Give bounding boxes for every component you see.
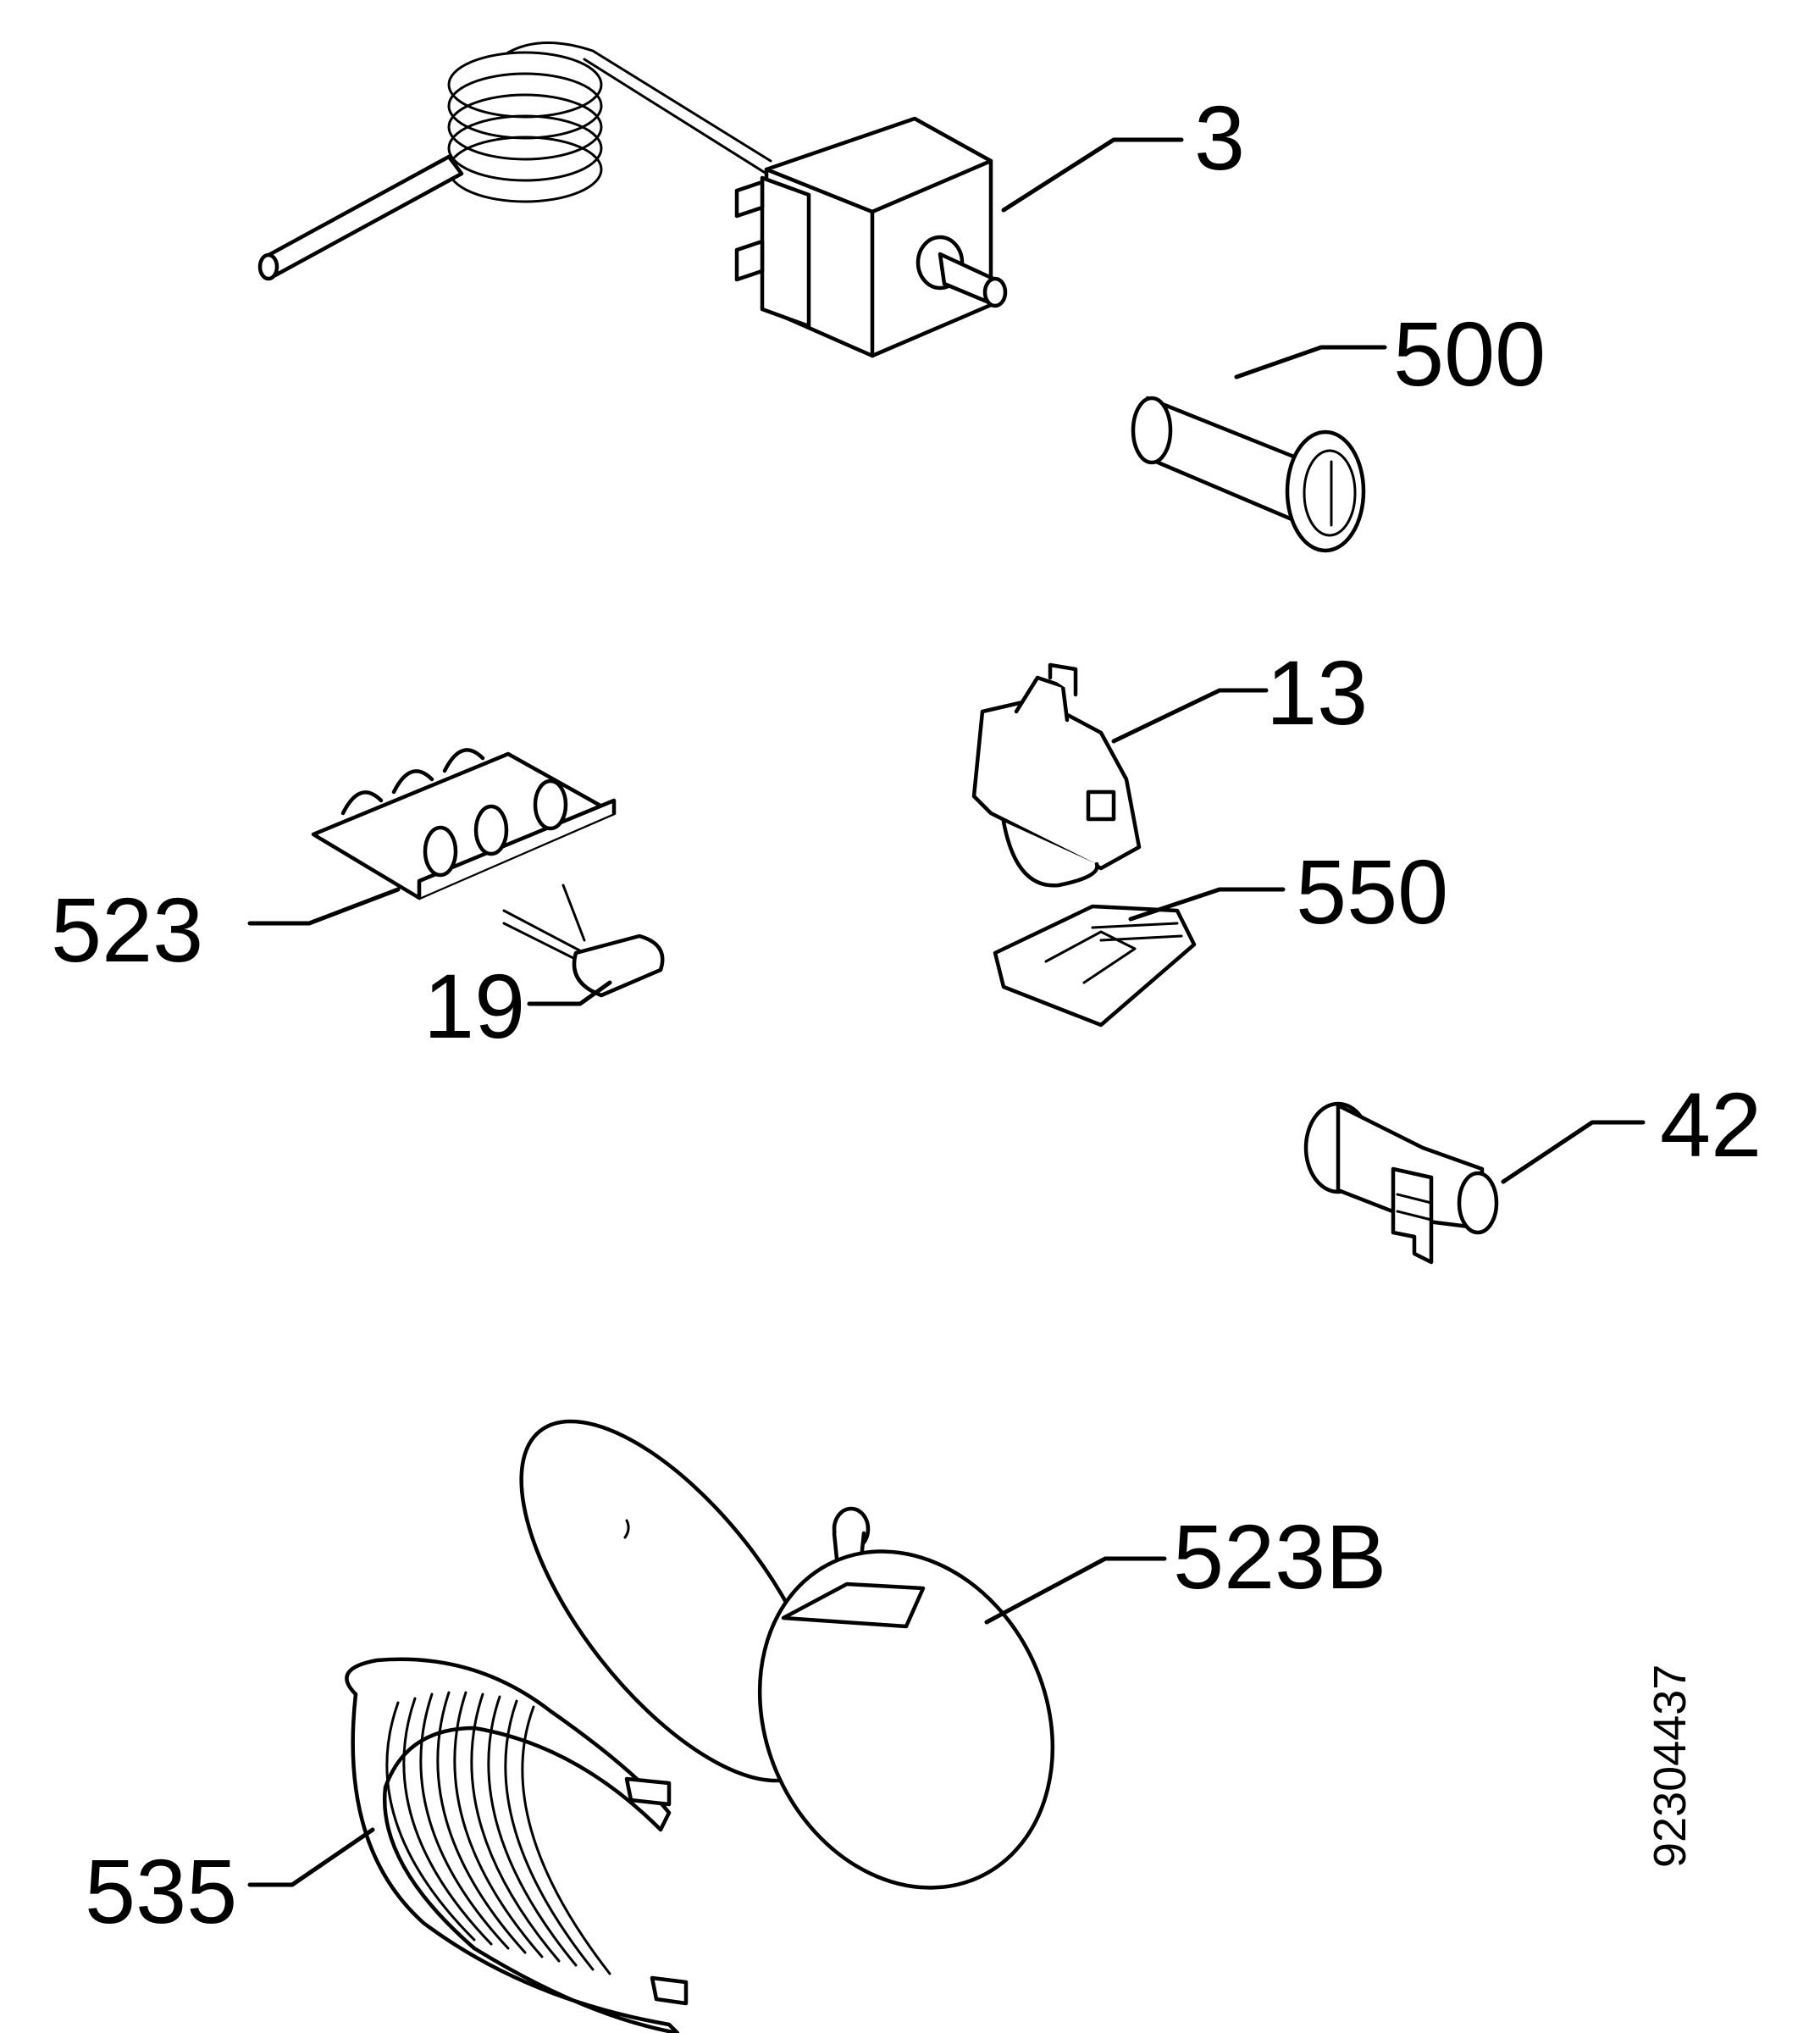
bulb-wire — [502, 922, 582, 963]
cover-dome — [757, 1549, 1055, 1890]
part-523-lamp-holder — [311, 748, 617, 900]
clip-ridge — [1099, 934, 1183, 942]
switch-tab-top — [1048, 662, 1078, 697]
clip-body — [993, 904, 1197, 1028]
switch-tab — [1014, 675, 1070, 723]
diffuser-shell — [345, 1657, 680, 2033]
holder-edge — [417, 798, 617, 900]
knob-cap — [1285, 429, 1366, 553]
knob-stem-end — [1131, 396, 1173, 465]
holder-socket — [423, 825, 458, 878]
leader-line-42 — [1501, 1120, 1646, 1184]
label-42: 42 — [1660, 1073, 1762, 1176]
part-535-diffuser — [345, 1657, 689, 2033]
part-3-thermostat — [257, 41, 1008, 358]
part-550-clip — [993, 904, 1197, 1028]
leader-line-500 — [1234, 345, 1387, 379]
sensing-probe — [260, 154, 464, 278]
holder-bump — [340, 790, 384, 816]
terminal-tab — [734, 239, 765, 282]
part-523b-lamp-cover — [519, 1419, 1055, 1890]
label-523: 523 — [51, 878, 203, 981]
part-13-switch — [971, 662, 1142, 888]
switch-button — [1001, 819, 1099, 888]
holder-socket — [473, 804, 509, 856]
probe-tip — [257, 252, 279, 281]
document-number: 92304437 — [1645, 1665, 1696, 1868]
leader-line-19 — [527, 980, 612, 1006]
label-535: 535 — [85, 1840, 237, 1942]
terminal-tab — [734, 180, 765, 219]
bulb-glass — [572, 933, 665, 998]
part-500-knob — [1131, 396, 1366, 553]
thermostat-flange — [760, 175, 811, 329]
holder-bump — [391, 769, 434, 795]
label-13: 13 — [1266, 641, 1368, 744]
label-500: 500 — [1393, 302, 1546, 405]
diffuser-ribs — [385, 1691, 611, 1975]
label-523b: 523B — [1173, 1505, 1386, 1608]
label-19: 19 — [423, 955, 525, 1057]
cover-latch — [781, 1582, 926, 1629]
part-19-bulb — [502, 884, 665, 998]
switch-body — [971, 696, 1142, 871]
shaft-end — [982, 276, 1008, 308]
connector-terminal-slot — [1396, 1193, 1433, 1205]
connector-end — [1457, 1171, 1499, 1235]
leader-line-13 — [1111, 688, 1269, 744]
switch-window — [1086, 789, 1116, 822]
capillary-coil — [447, 41, 772, 203]
leader-line-523 — [247, 887, 401, 926]
clip-ridge — [1091, 922, 1179, 929]
leader-line-523b — [984, 1556, 1167, 1625]
diffuser-clip — [650, 1975, 689, 2006]
leader-line-550 — [1128, 887, 1286, 922]
bulb-wire — [502, 909, 586, 955]
holder-socket — [533, 778, 568, 831]
holder-bump — [442, 748, 485, 773]
label-550: 550 — [1296, 840, 1448, 943]
leader-line-3 — [1001, 137, 1184, 213]
bulb-wire — [561, 884, 586, 942]
diffuser-clip — [624, 1776, 672, 1807]
cover-screw-hole — [623, 1519, 630, 1539]
knob-cap-ring — [1303, 449, 1357, 537]
part-42-connector — [1303, 1101, 1499, 1265]
leader-line-535 — [247, 1827, 375, 1887]
connector-terminal-slot — [1396, 1210, 1433, 1221]
label-3: 3 — [1194, 86, 1245, 189]
